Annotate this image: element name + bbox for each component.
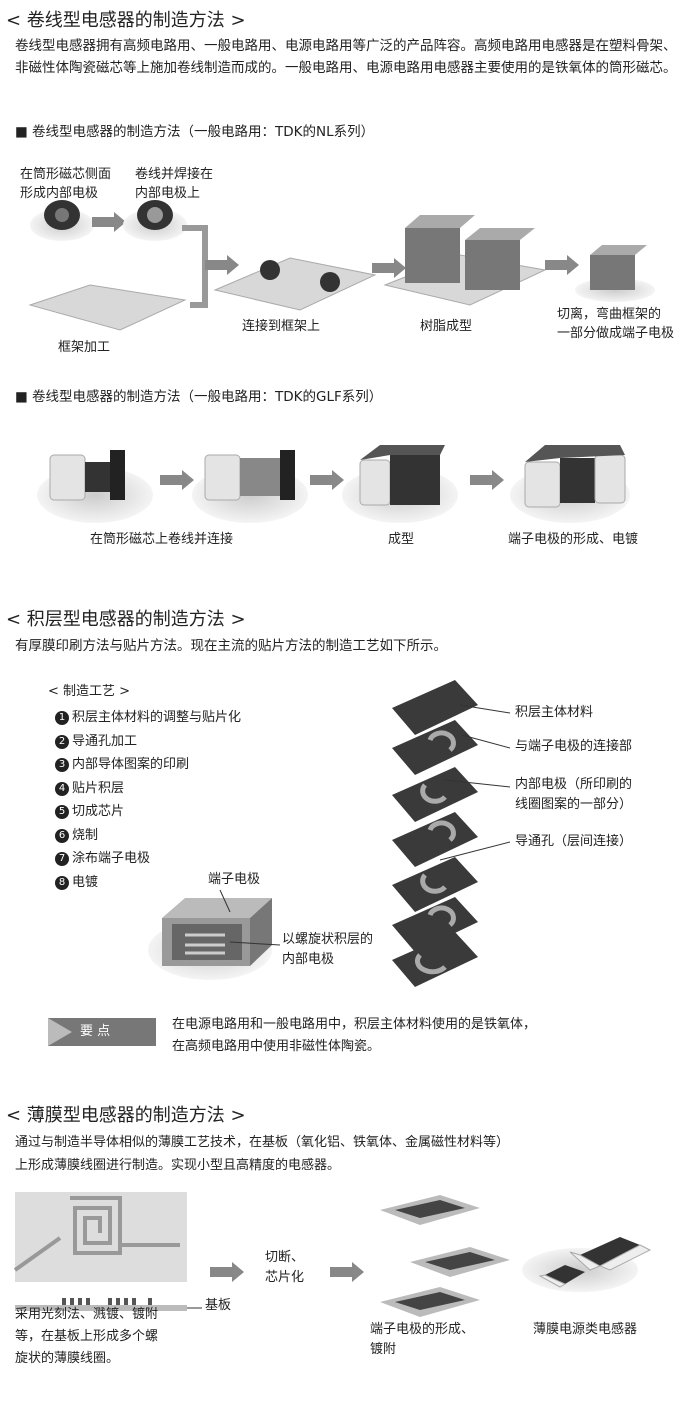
glf-heading: ■ 卷线型电感器的制造方法（一般电路用：TDK的GLF系列） bbox=[15, 389, 383, 405]
point-text: 在电源电路用和一般电路用中，积层主体材料使用的是铁氧体， bbox=[172, 1017, 537, 1032]
step-label: 内部电极上 bbox=[135, 186, 201, 201]
step-label: 形成内部电极 bbox=[20, 186, 99, 201]
step-number: 2 bbox=[55, 734, 69, 749]
step-text: 积层主体材料的调整与贴片化 bbox=[72, 710, 242, 725]
callout-label: 旋状的薄膜线圈。 bbox=[15, 1351, 120, 1366]
callout-label: 采用光刻法、溅镀、镀附 bbox=[15, 1307, 159, 1322]
step-label: 切断、 bbox=[265, 1250, 305, 1265]
step-number: 6 bbox=[55, 828, 69, 843]
point-text: 在高频电路用中使用非磁性体陶瓷。 bbox=[172, 1039, 381, 1054]
step-label: 镀附 bbox=[370, 1342, 397, 1357]
callout-label: 积层主体材料 bbox=[515, 705, 594, 720]
callout-label: 基板 bbox=[205, 1298, 232, 1313]
nl-diagram bbox=[28, 200, 655, 331]
wound-intro: 卷线型电感器拥有高频电路用、一般电路用、电源电路用等广泛的产品阵容。高频电路用电… bbox=[15, 38, 677, 76]
step-number: 4 bbox=[55, 781, 69, 796]
process-title: < 制造工艺 > bbox=[48, 684, 131, 699]
step-label: 框架加工 bbox=[58, 340, 111, 355]
step-label: 端子电极的形成、电镀 bbox=[508, 532, 639, 547]
multilayer-intro: 有厚膜印刷方法与贴片方法。现在主流的贴片方法的制造工艺如下所示。 bbox=[15, 638, 447, 654]
step-text: 烧制 bbox=[72, 827, 99, 843]
multilayer-chip bbox=[148, 889, 281, 980]
step-label: 端子电极的形成、 bbox=[370, 1322, 475, 1337]
callout-label: 以螺旋状积层的 bbox=[282, 932, 374, 947]
step-text: 贴片积层 bbox=[72, 780, 125, 796]
step-label: 芯片化 bbox=[265, 1270, 305, 1285]
thinfilm-intro: 上形成薄膜线圈进行制造。实现小型且高精度的电感器。 bbox=[15, 1158, 341, 1173]
step-label: 卷线并焊接在 bbox=[135, 167, 214, 182]
step-number: 8 bbox=[55, 875, 69, 890]
section-title-multilayer: < 积层型电感器的制造方法 > bbox=[6, 609, 246, 630]
callout-label: 线圈图案的一部分） bbox=[515, 797, 633, 812]
step-number: 7 bbox=[55, 852, 69, 866]
glf-diagram bbox=[37, 445, 630, 523]
callout-label: 与端子电极的连接部 bbox=[515, 739, 633, 754]
step-number: 1 bbox=[55, 711, 69, 725]
thinfilm-intro: 通过与制造半导体相似的薄膜工艺技术，在基板（氧化铝、铁氧体、金属磁性材料等） bbox=[15, 1135, 510, 1150]
step-text: 切成芯片 bbox=[72, 804, 125, 819]
section-title-thinfilm: < 薄膜型电感器的制造方法 > bbox=[6, 1105, 246, 1126]
step-text: 导通孔加工 bbox=[72, 733, 138, 749]
callout-label: 等，在基板上形成多个螺 bbox=[15, 1329, 159, 1344]
step-label: 切离，弯曲框架的 bbox=[557, 307, 662, 322]
step-text: 电镀 bbox=[72, 874, 99, 890]
step-label: 一部分做成端子电极 bbox=[557, 326, 675, 341]
callout-label: 导通孔（层间连接） bbox=[515, 834, 633, 849]
step-text: 涂布端子电极 bbox=[72, 851, 151, 866]
step-number: 5 bbox=[55, 805, 69, 819]
step-label: 薄膜电源类电感器 bbox=[533, 1322, 638, 1337]
step-label: 在筒形磁芯侧面 bbox=[20, 167, 112, 182]
callout-label: 内部电极 bbox=[282, 952, 335, 967]
point-label: 要 点 bbox=[80, 1024, 111, 1039]
step-number: 3 bbox=[55, 758, 69, 772]
step-label: 树脂成型 bbox=[420, 319, 473, 334]
callout-label: 端子电极 bbox=[208, 872, 261, 887]
section-title-wound: < 卷线型电感器的制造方法 > bbox=[6, 10, 246, 31]
callout-label: 内部电极（所印刷的 bbox=[515, 777, 633, 792]
thin-film-diagram bbox=[13, 1192, 652, 1317]
step-label: 成型 bbox=[388, 532, 415, 547]
step-text: 内部导体图案的印刷 bbox=[72, 757, 190, 772]
layer-stack bbox=[392, 680, 511, 987]
step-label: 在筒形磁芯上卷线并连接 bbox=[90, 532, 234, 547]
step-label: 连接到框架上 bbox=[242, 319, 321, 334]
nl-heading: ■ 卷线型电感器的制造方法（一般电路用：TDK的NL系列） bbox=[15, 124, 375, 140]
